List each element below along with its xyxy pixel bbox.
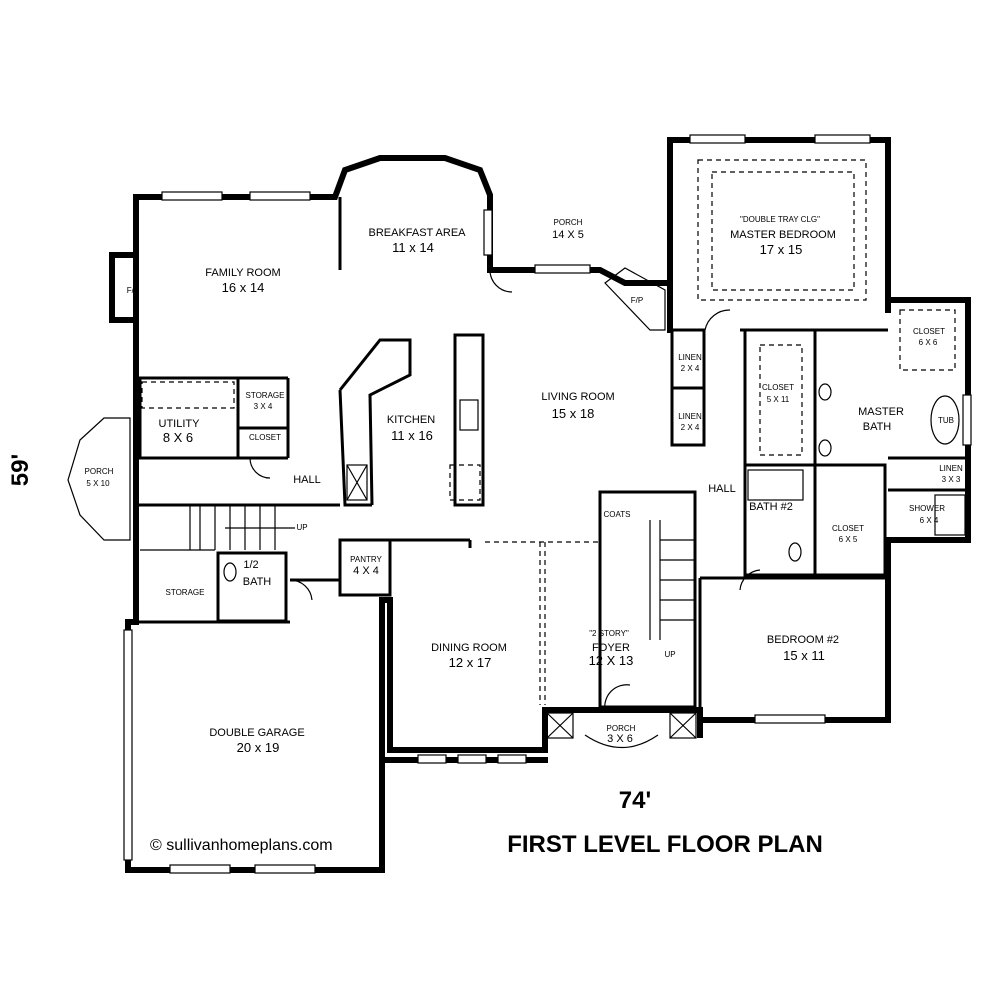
svg-text:1/2: 1/2 (243, 559, 258, 571)
svg-text:3 X 3: 3 X 3 (942, 475, 961, 484)
side-porch-outline (67, 417, 131, 541)
linen-3-label: LINEN 3 X 3 (939, 464, 963, 484)
svg-text:2 X 4: 2 X 4 (681, 364, 700, 373)
dining-room-label: DINING ROOM 12 x 17 (431, 642, 507, 670)
double-garage-label: DOUBLE GARAGE 20 x 19 (209, 727, 304, 755)
svg-text:6 X 5: 6 X 5 (839, 535, 858, 544)
svg-text:5 X 10: 5 X 10 (86, 479, 110, 488)
svg-text:16 x 14: 16 x 14 (222, 280, 265, 295)
svg-text:17 x 15: 17 x 15 (760, 242, 803, 257)
svg-text:BEDROOM #2: BEDROOM #2 (767, 634, 839, 646)
svg-text:LINEN: LINEN (939, 464, 963, 473)
svg-text:6 X 6: 6 X 6 (919, 338, 938, 347)
svg-text:11 x 16: 11 x 16 (391, 428, 433, 443)
closet-master-2-label: CLOSET 5 X 11 (762, 383, 794, 404)
svg-text:BATH: BATH (243, 576, 272, 588)
storage-garage-label: STORAGE (166, 588, 205, 597)
svg-text:STORAGE: STORAGE (246, 391, 285, 400)
svg-text:PORCH: PORCH (85, 467, 114, 476)
bedroom-2-label: BEDROOM #2 15 x 11 (767, 634, 839, 663)
svg-text:8 X 6: 8 X 6 (163, 430, 193, 445)
credit-text: © sullivanhomeplans.com (150, 837, 333, 854)
hall-left-label: HALL (293, 474, 321, 486)
half-bath-label: 1/2 BATH (243, 559, 272, 588)
fp-family-label: F/P (127, 286, 139, 295)
living-room-label: LIVING ROOM 15 x 18 (541, 391, 614, 421)
utility-label: UTILITY 8 X 6 (159, 418, 201, 445)
svg-text:LINEN: LINEN (678, 353, 702, 362)
linen-1-label: LINEN 2 X 4 (678, 353, 702, 373)
coats-label: COATS (604, 510, 631, 519)
svg-text:6 X 4: 6 X 4 (920, 516, 939, 525)
closet-utility-label: CLOSET (249, 433, 281, 442)
svg-text:"DOUBLE TRAY CLG": "DOUBLE TRAY CLG" (740, 215, 820, 224)
svg-text:CLOSET: CLOSET (913, 327, 945, 336)
svg-text:2 X 4: 2 X 4 (681, 423, 700, 432)
svg-text:PANTRY: PANTRY (350, 555, 382, 564)
plan-depth-label: 59' (7, 454, 34, 486)
hall-right-label: HALL (708, 483, 736, 495)
fixtures (223, 267, 966, 749)
svg-text:"2 STORY": "2 STORY" (589, 629, 629, 638)
svg-text:LINEN: LINEN (678, 412, 702, 421)
svg-text:4 X 4: 4 X 4 (353, 565, 379, 577)
master-bath-label: MASTER BATH (858, 406, 904, 433)
closet-bed2-label: CLOSET 6 X 5 (832, 524, 864, 544)
svg-text:FOYER: FOYER (592, 642, 630, 654)
windows (123, 134, 972, 874)
svg-text:MASTER BEDROOM: MASTER BEDROOM (730, 229, 836, 241)
linen-2-label: LINEN 2 X 4 (678, 412, 702, 432)
family-room-label: FAMILY ROOM 16 x 14 (205, 267, 280, 295)
svg-text:15 x 18: 15 x 18 (552, 406, 595, 421)
stairs-foyer (649, 520, 695, 640)
svg-text:3 X 4: 3 X 4 (254, 402, 273, 411)
plan-width-label: 74' (619, 787, 651, 814)
svg-text:3 X 6: 3 X 6 (607, 733, 633, 745)
svg-text:DOUBLE GARAGE: DOUBLE GARAGE (209, 727, 304, 739)
svg-text:KITCHEN: KITCHEN (387, 414, 435, 426)
svg-text:PORCH: PORCH (607, 724, 636, 733)
fp-living-label: F/P (631, 296, 643, 305)
porch-side-label: PORCH 5 X 10 (85, 467, 114, 488)
kitchen-label: KITCHEN 11 x 16 (387, 414, 435, 443)
breakfast-area-label: BREAKFAST AREA 11 x 14 (368, 227, 466, 255)
svg-text:CLOSET: CLOSET (762, 383, 794, 392)
shower-label: SHOWER 6 X 4 (909, 504, 945, 525)
svg-text:12 x 17: 12 x 17 (449, 655, 492, 670)
svg-text:12 X 13: 12 X 13 (589, 653, 634, 668)
svg-text:PORCH: PORCH (554, 218, 583, 227)
dashed-details (141, 159, 956, 705)
svg-text:20 x 19: 20 x 19 (237, 740, 280, 755)
svg-text:SHOWER: SHOWER (909, 504, 945, 513)
storage-small-label: STORAGE 3 X 4 (246, 391, 285, 411)
svg-text:14 X 5: 14 X 5 (552, 229, 584, 241)
stairs-left (140, 505, 295, 551)
svg-text:BREAKFAST AREA: BREAKFAST AREA (368, 227, 466, 239)
foyer-label: "2 STORY" FOYER 12 X 13 (589, 629, 634, 668)
svg-text:DINING ROOM: DINING ROOM (431, 642, 507, 654)
svg-text:UTILITY: UTILITY (159, 418, 201, 430)
svg-text:5 X 11: 5 X 11 (767, 395, 790, 404)
porch-rear-label: PORCH 14 X 5 (552, 218, 584, 241)
svg-text:11 x 14: 11 x 14 (392, 240, 434, 255)
svg-text:FAMILY ROOM: FAMILY ROOM (205, 267, 280, 279)
up-stair-left-label: UP (296, 523, 307, 532)
pantry-label: PANTRY 4 X 4 (350, 555, 382, 577)
tub-label: TUB (938, 416, 954, 425)
svg-text:CLOSET: CLOSET (832, 524, 864, 533)
svg-text:MASTER: MASTER (858, 406, 904, 418)
svg-text:15 x 11: 15 x 11 (783, 648, 825, 663)
door-swings (249, 269, 761, 711)
plan-title: FIRST LEVEL FLOOR PLAN (507, 831, 823, 858)
master-bedroom-label: "DOUBLE TRAY CLG" MASTER BEDROOM 17 x 15 (730, 215, 836, 257)
closet-master-1-label: CLOSET 6 X 6 (913, 327, 945, 347)
svg-text:LIVING ROOM: LIVING ROOM (541, 391, 614, 403)
svg-text:BATH: BATH (863, 421, 892, 433)
interior-walls (136, 197, 968, 720)
porch-front-label: PORCH 3 X 6 (607, 724, 636, 745)
bath-2-label: BATH #2 (749, 501, 793, 513)
up-stair-foyer-label: UP (664, 650, 675, 659)
